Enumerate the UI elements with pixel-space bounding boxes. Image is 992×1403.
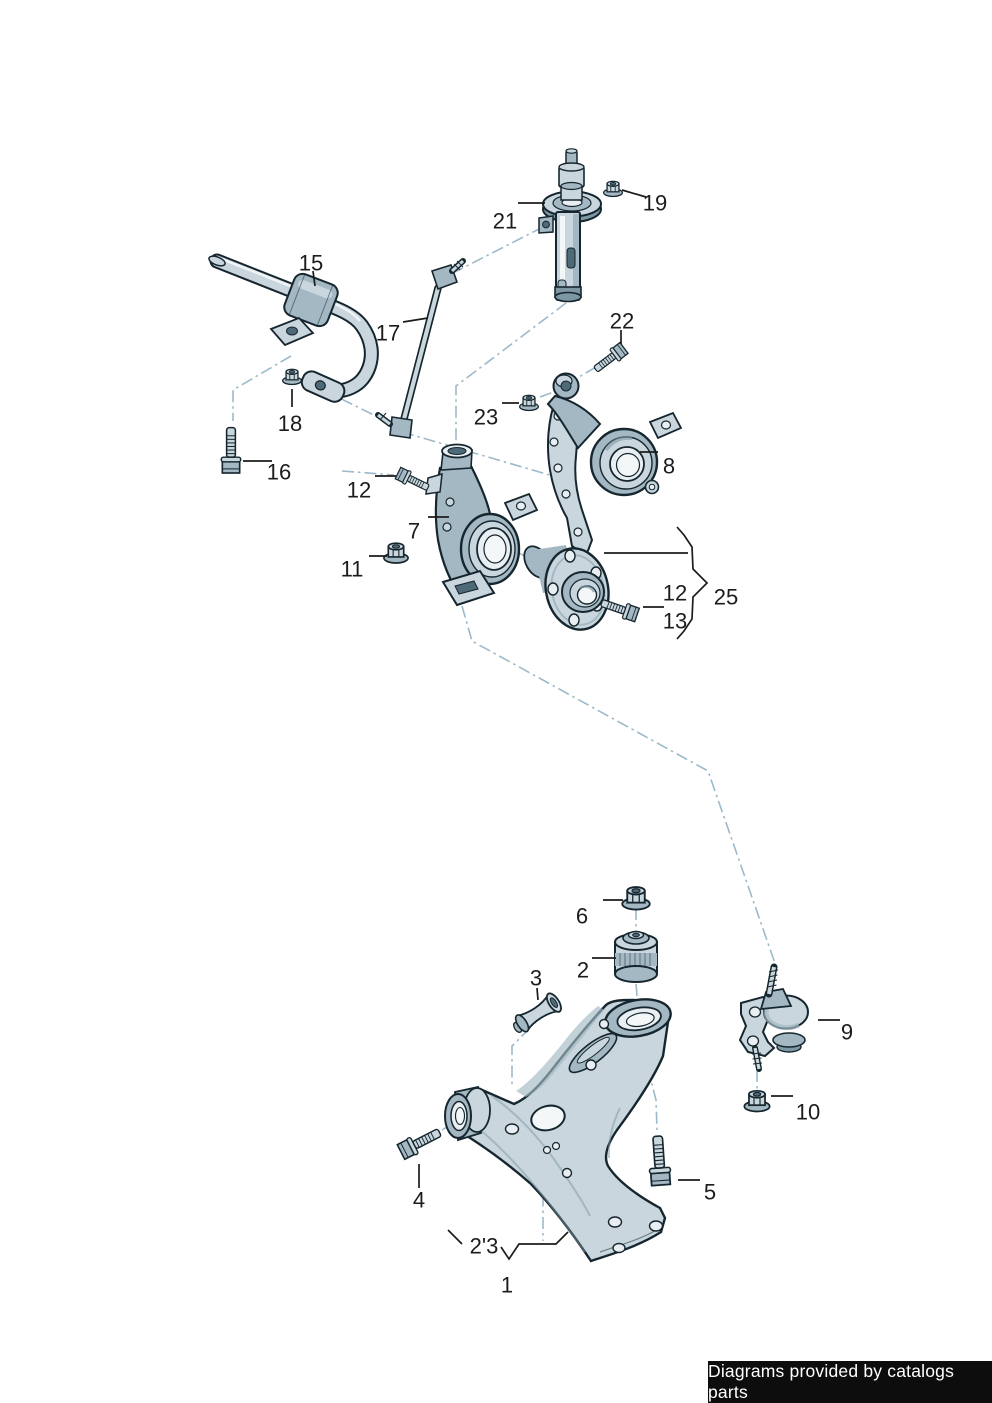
callout-6[interactable]: 6: [576, 904, 588, 929]
nut-18: [282, 368, 302, 386]
stabilizer-bushing-clamp: [269, 272, 339, 347]
dash-line: [635, 983, 639, 1008]
bolt-4: [396, 1123, 445, 1161]
wheel-hub: [523, 545, 610, 631]
callout-4[interactable]: 4: [413, 1188, 425, 1213]
control-arm: [444, 998, 672, 1263]
dash-line: [401, 431, 561, 479]
dash-line: [455, 302, 567, 452]
bolt-5: [646, 1134, 673, 1187]
bolt-12: [394, 465, 432, 495]
stabilizer-link: [375, 258, 466, 439]
dash-line: [461, 605, 778, 970]
bolt-16: [220, 426, 242, 474]
callout-12-upper[interactable]: 12: [347, 478, 371, 503]
callout-1[interactable]: 1: [501, 1273, 513, 1298]
callout-15[interactable]: 15: [299, 251, 323, 276]
callout-8[interactable]: 8: [663, 454, 675, 479]
callout-11[interactable]: 11: [341, 557, 364, 582]
callout-17[interactable]: 17: [376, 321, 400, 346]
callout-9[interactable]: 9: [841, 1020, 853, 1045]
callout-3[interactable]: 3: [530, 966, 542, 991]
callout-7[interactable]: 7: [408, 519, 420, 544]
callout-25[interactable]: 25: [714, 585, 738, 610]
bonded-rubber-mount-2: [614, 930, 658, 983]
callout-2[interactable]: 2: [577, 958, 589, 983]
footer-text: Diagrams provided by catalogs parts: [708, 1361, 955, 1402]
wheel-bearing-housing-8: [546, 372, 683, 558]
callout-leader-lines: [243, 189, 840, 1188]
nut-10: [743, 1089, 771, 1113]
dash-line: [641, 1045, 658, 1131]
footer-banner: Diagrams provided by catalogs parts: [708, 1361, 992, 1403]
bracket-25: [676, 526, 709, 640]
nut-19: [603, 180, 623, 198]
callout-19[interactable]: 19: [643, 191, 667, 216]
nut-23: [519, 394, 539, 412]
wheel-bearing-housing-7: [425, 443, 539, 607]
bolt-22: [590, 341, 630, 377]
shock-absorber-strut: [538, 148, 602, 303]
callout-5[interactable]: 5: [704, 1180, 716, 1205]
control-arm-bushing-3: [513, 992, 562, 1033]
dash-line: [448, 226, 544, 276]
callout-23[interactable]: 23: [474, 405, 498, 430]
callout-18[interactable]: 18: [278, 411, 302, 436]
callout-16[interactable]: 16: [267, 460, 291, 485]
nut-11: [383, 542, 409, 564]
callout-13[interactable]: 13: [663, 609, 687, 634]
callout-2-3[interactable]: 2'3: [470, 1234, 499, 1259]
stabilizer-bar-eye: [300, 370, 346, 403]
dash-line: [511, 1027, 531, 1087]
nut-6: [621, 886, 651, 911]
callout-22[interactable]: 22: [610, 309, 634, 334]
callout-12-lower[interactable]: 12: [663, 581, 687, 606]
ball-joint-9: [738, 963, 809, 1072]
callout-21[interactable]: 21: [493, 209, 517, 234]
callout-10[interactable]: 10: [796, 1100, 820, 1125]
bracket-2-3: [447, 1229, 569, 1261]
